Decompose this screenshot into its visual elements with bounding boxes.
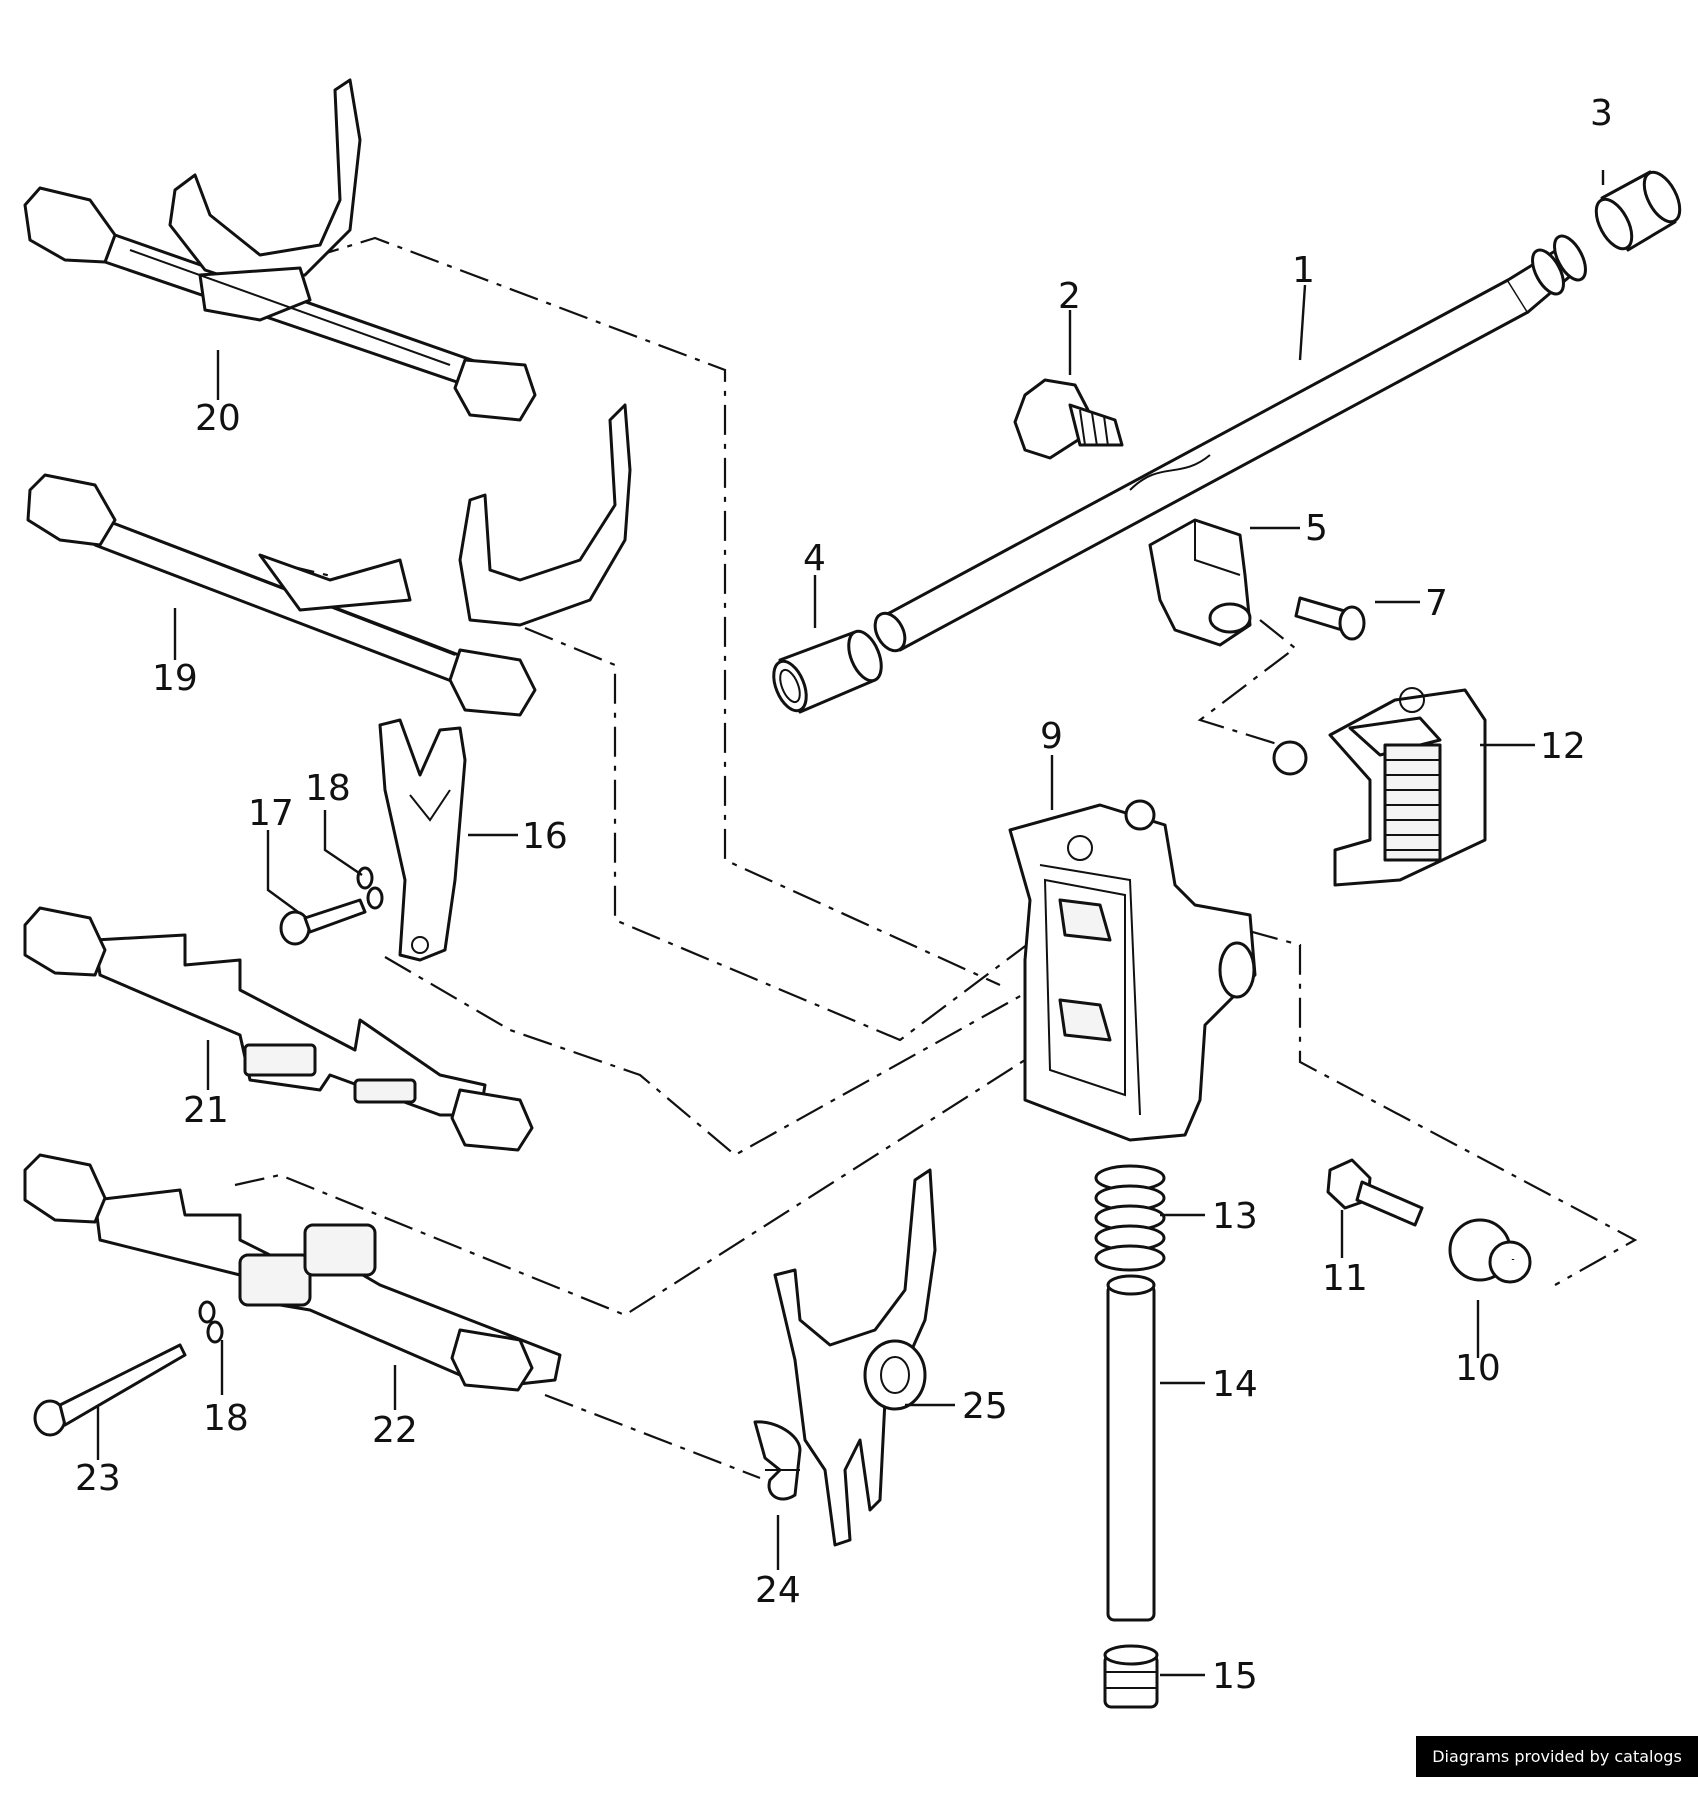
callout-1: 1 (1292, 250, 1315, 291)
callout-4: 4 (803, 538, 826, 579)
callout-5: 5 (1305, 508, 1328, 549)
part-1-shift-shaft (873, 234, 1587, 653)
callout-13: 13 (1212, 1196, 1258, 1237)
callout-17: 17 (248, 793, 294, 834)
part-9-selector-housing (1008, 799, 1257, 1142)
exploded-parts-diagram: 1 2 3 4 5 7 9 10 11 12 13 14 15 16 17 18… (23, 78, 1682, 1709)
part-18-clip-upper (356, 866, 384, 910)
part-5-selector-finger (1148, 518, 1252, 647)
part-20-fork-rail (23, 78, 537, 422)
callout-23: 23 (75, 1458, 121, 1499)
part-12-detent-unit (1272, 687, 1487, 887)
part-2-plug-bolt (1013, 378, 1124, 460)
callout-15: 15 (1212, 1656, 1258, 1697)
callout-18-lower: 18 (203, 1398, 249, 1439)
part-10-bush (1448, 1218, 1532, 1284)
callout-22: 22 (372, 1410, 418, 1451)
part-21-rail (23, 906, 534, 1152)
callout-16: 16 (522, 816, 568, 857)
part-25-shift-fork (773, 1168, 937, 1547)
callout-19: 19 (152, 658, 198, 699)
callout-11: 11 (1322, 1258, 1368, 1299)
callout-24: 24 (755, 1570, 801, 1611)
callout-21: 21 (183, 1090, 229, 1131)
part-24-spring-clip (753, 1420, 802, 1501)
part-15-plug (1103, 1644, 1159, 1709)
part-7-screw (1294, 596, 1366, 641)
part-22-rail (23, 1153, 562, 1392)
part-13-spring (1094, 1164, 1166, 1272)
callout-12: 12 (1540, 726, 1586, 767)
callout-18-upper: 18 (305, 768, 351, 809)
part-14-pin (1106, 1274, 1156, 1622)
callout-labels: 1 2 3 4 5 7 9 10 11 12 13 14 15 16 17 18… (75, 93, 1613, 1697)
part-16-fork-plate (378, 718, 467, 962)
callout-9: 9 (1040, 716, 1063, 757)
part-11-bolt (1326, 1158, 1424, 1227)
part-3-sleeve (1594, 170, 1682, 252)
part-4-bushing (772, 629, 883, 714)
part-23-long-screw (33, 1343, 187, 1437)
callout-7: 7 (1425, 583, 1448, 624)
callout-20: 20 (195, 398, 241, 439)
callout-3: 3 (1590, 93, 1613, 134)
part-17-screw (279, 898, 367, 946)
callout-10: 10 (1455, 1348, 1501, 1389)
credit-badge: Diagrams provided by catalogs parts (1416, 1736, 1698, 1807)
part-18-clip-lower (198, 1300, 224, 1344)
leader-lines (96, 170, 1605, 1677)
part-19-fork-rail (26, 403, 632, 717)
callout-2: 2 (1058, 276, 1081, 317)
callout-14: 14 (1212, 1364, 1258, 1405)
callout-25: 25 (962, 1386, 1008, 1427)
